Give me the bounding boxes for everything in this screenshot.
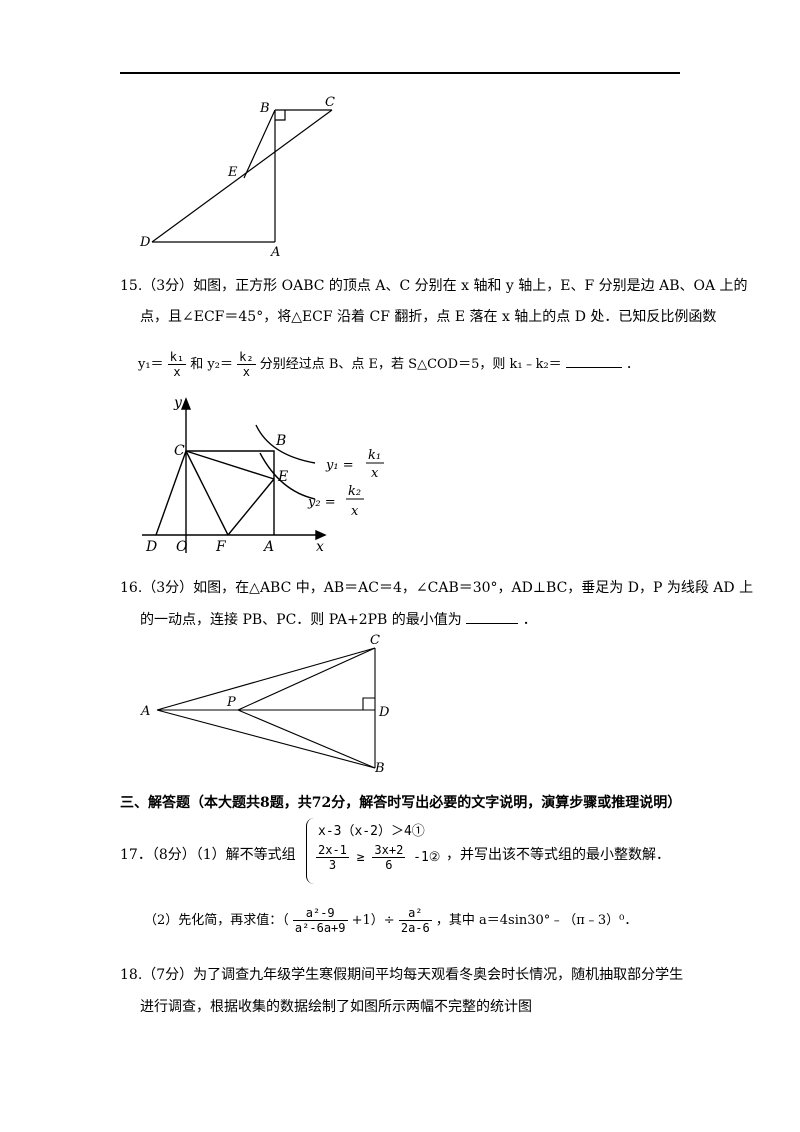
q15-k2-num: k₂ xyxy=(237,350,256,365)
q15-frac-k2: k₂ x xyxy=(237,350,256,379)
q17-part2: （2）先化简，再求值：（ a²-9 a²-6a+9 +1）÷ a² 2a-6 ，… xyxy=(144,906,637,935)
q15-line2: 点，且∠ECF＝45°，将△ECF 沿着 CF 翻折，点 E 落在 x 轴上的点… xyxy=(140,309,717,325)
figure-q14: B C E D A xyxy=(139,95,335,260)
q18-line2: 进行调查，根据收集的数据绘制了如图所示两幅不完整的统计图 xyxy=(140,999,532,1015)
q15-y1: y₁＝ xyxy=(138,357,164,372)
segment-cf xyxy=(185,450,229,536)
curve-y2 xyxy=(259,452,316,500)
label-b: B xyxy=(374,761,385,775)
q17-ineq2-rden: 6 xyxy=(385,858,393,872)
section-heading: 三、解答题（本大题共8题，共72分，解答时写出必要的文字说明，演算步骤或推理说明… xyxy=(120,795,682,811)
curve-y1-den: x xyxy=(371,466,379,481)
segment-fe xyxy=(227,478,275,536)
q16-line2-text: 的一动点，连接 PB、PC．则 PA+2PB 的最小值为 xyxy=(140,612,462,628)
x-axis-arrow xyxy=(315,529,327,541)
q17-ineq2-tail: -1② xyxy=(413,850,441,865)
segment-be xyxy=(243,109,276,179)
header-rule xyxy=(120,72,680,74)
q16-answer-blank xyxy=(466,623,519,624)
q15-line1: 15.（3分）如图，正方形 OABC 的顶点 A、C 分别在 x 轴和 y 轴上… xyxy=(120,278,748,294)
segment-pc xyxy=(237,647,376,711)
segment-cd xyxy=(155,450,187,536)
q17-frac2-num: a² xyxy=(398,906,432,921)
figure-q15: y x C B E D O F A y₁ = k₁ x y₂ = k₂ x xyxy=(142,395,384,555)
curve-y2-num: k₂ xyxy=(348,484,361,499)
segment-dc xyxy=(151,109,333,243)
label-c: C xyxy=(370,633,380,648)
curve-y1-label: y₁ = xyxy=(325,458,354,473)
q17-plus1: +1）÷ xyxy=(351,913,395,928)
q15-answer-blank xyxy=(565,367,622,368)
q15-frac-k1: k₁ x xyxy=(167,350,187,379)
q15-k1-den: x xyxy=(173,365,181,379)
curve-y1-num: k₁ xyxy=(368,448,381,463)
q17-prefix: 17．（8分）（1）解不等式组 xyxy=(120,847,296,863)
curve-y2-label: y₂ = xyxy=(307,495,336,510)
label-e: E xyxy=(277,469,288,485)
label-d: D xyxy=(378,705,390,720)
q17-frac1-num: a²-9 xyxy=(292,906,348,921)
axis-label-x: x xyxy=(316,539,324,555)
q18-line1: 18.（7分）为了调查九年级学生寒假期间平均每天观看冬奥会时长情况，随机抽取部分… xyxy=(120,967,684,983)
label-a: A xyxy=(262,539,274,555)
q15-period: ． xyxy=(625,357,639,372)
q15-and-y2: 和 y₂＝ xyxy=(190,357,233,372)
q15-k1-num: k₁ xyxy=(167,350,187,365)
label-f: F xyxy=(215,539,227,555)
q17-ineq2-lfrac: 2x-1 3 xyxy=(316,843,349,872)
label-d: D xyxy=(139,235,151,250)
q17-frac2-den: 2a-6 xyxy=(400,921,430,935)
q17-ineq2: 2x-1 3 ≥ 3x+2 6 -1② xyxy=(316,843,440,872)
q15-k2-den: x xyxy=(242,365,250,379)
curve-y2-den: x xyxy=(351,504,359,519)
label-a: A xyxy=(270,245,280,260)
q17-ineq2-lnum: 2x-1 xyxy=(316,843,349,858)
label-p: P xyxy=(226,695,236,710)
label-a: A xyxy=(140,704,150,719)
label-c: C xyxy=(174,443,185,459)
q15-line3-rest: 分别经过点 B、点 E，若 S△COD＝5，则 k₁﹣k₂＝ xyxy=(259,357,562,372)
q17-ineq2-op: ≥ xyxy=(356,850,365,865)
label-e: E xyxy=(227,165,238,180)
label-c: C xyxy=(325,95,335,110)
q16-line1: 16.（3分）如图，在△ABC 中，AB＝AC＝4，∠CAB＝30°，AD⊥BC… xyxy=(120,580,754,596)
q17-ineq2-lden: 3 xyxy=(328,858,337,872)
q17-frac2: a² 2a-6 xyxy=(398,906,432,935)
label-b: B xyxy=(259,101,270,116)
segment-pb xyxy=(237,709,376,769)
square-oabc xyxy=(186,450,275,535)
right-angle-mark xyxy=(362,697,375,710)
segment-ce xyxy=(185,450,275,480)
label-b: B xyxy=(275,433,286,449)
q17-frac1: a²-9 a²-6a+9 xyxy=(292,906,348,935)
label-d: D xyxy=(145,539,157,555)
label-o: O xyxy=(176,539,188,555)
figure-q16: A P C D B xyxy=(140,633,390,775)
q17-ineq1: x-3（x-2）＞4① xyxy=(318,824,425,839)
q15-line3: y₁＝ k₁ x 和 y₂＝ k₂ x 分别经过点 B、点 E，若 S△COD＝… xyxy=(138,350,639,379)
q17-part2-prefix: （2）先化简，再求值：（ xyxy=(144,913,289,928)
axis-label-y: y xyxy=(173,395,183,411)
q17-frac1-den: a²-6a+9 xyxy=(294,921,346,935)
q16-line2: 的一动点，连接 PB、PC．则 PA+2PB 的最小值为 ． xyxy=(140,609,537,629)
right-angle-mark xyxy=(275,110,286,121)
q17-part2-suffix: ，其中 a＝4sin30°﹣（π﹣3）⁰． xyxy=(435,913,638,928)
q17-suffix: ，并写出该不等式组的最小整数解． xyxy=(446,847,670,863)
segment-ac xyxy=(156,647,376,711)
q17-ineq2-rfrac: 3x+2 6 xyxy=(372,843,406,872)
q17-ineq2-rnum: 3x+2 xyxy=(372,843,406,858)
q17-brace xyxy=(306,818,315,884)
segment-ab xyxy=(156,709,376,769)
q16-period: ． xyxy=(522,612,537,628)
curve-y1 xyxy=(255,424,316,464)
y-axis-arrow xyxy=(180,397,192,410)
